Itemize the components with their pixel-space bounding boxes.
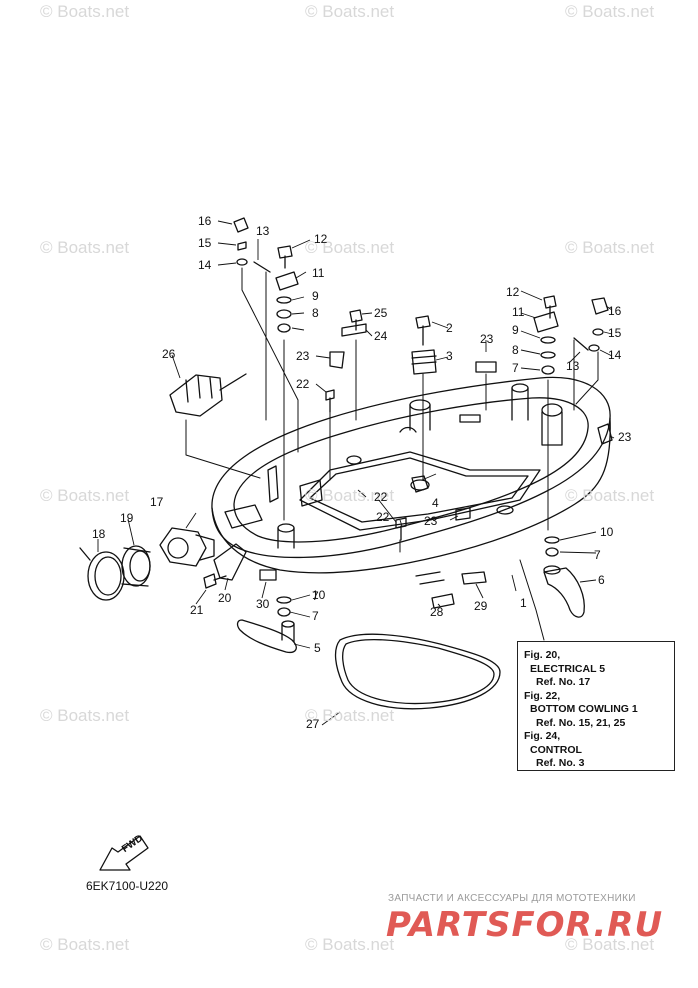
callout-number: 23: [618, 430, 632, 444]
lever-6: [543, 567, 585, 618]
callout-number: 24: [374, 329, 388, 343]
callout-number: 9: [312, 289, 319, 303]
callout-number: 3: [446, 349, 453, 363]
callout-number: 15: [608, 326, 622, 340]
callout-number: 28: [430, 605, 444, 619]
callout-number: 20: [218, 591, 232, 605]
callout-number: 22: [376, 510, 390, 524]
ref-line: CONTROL: [530, 743, 582, 756]
watermark-text: © Boats.net: [305, 935, 395, 954]
ref-line: Ref. No. 3: [536, 757, 585, 769]
callout-leaders: [97, 220, 615, 726]
ref-line: Ref. No. 17: [536, 676, 591, 688]
watermark-text: © Boats.net: [565, 486, 655, 505]
callout-number: 17: [150, 495, 164, 509]
cowling-inner-rim: [233, 397, 589, 543]
callout-number: 7: [312, 609, 319, 623]
reference-box: Fig. 20, ELECTRICAL 5 Ref. No. 17 Fig. 2…: [517, 641, 675, 771]
callout-number: 25: [374, 306, 388, 320]
callout-number: 11: [512, 305, 525, 319]
callout-number: 2: [446, 321, 453, 335]
diagram-code: 6EK7100-U220: [86, 879, 169, 893]
watermark-text: © Boats.net: [565, 935, 655, 954]
watermark-text: © Boats.net: [40, 238, 130, 257]
callout-number: 8: [512, 343, 519, 357]
promo-logo: PARTSFOR.RU: [386, 905, 664, 945]
ref-line: ELECTRICAL 5: [530, 662, 606, 675]
callout-number: 13: [256, 224, 270, 238]
callout-number: 1: [520, 596, 527, 610]
watermark-text: © Boats.net: [40, 486, 130, 505]
callout-number: 15: [198, 236, 212, 250]
callout-number: 9: [512, 323, 519, 337]
plug-17: [159, 527, 207, 567]
promo-tagline: ЗАПЧАСТИ И АКСЕССУАРЫ ДЛЯ МОТОТЕХНИКИ: [388, 893, 636, 904]
callout-number: 23: [424, 514, 438, 528]
callout-number: 5: [314, 641, 321, 655]
callout-number: 23: [480, 332, 494, 346]
callout-number: 7: [312, 589, 319, 603]
callout-number: 14: [608, 348, 622, 362]
callout-number: 14: [198, 258, 212, 272]
callout-number: 7: [594, 548, 601, 562]
callout-number: 8: [312, 306, 319, 320]
watermark-text: © Boats.net: [40, 706, 130, 725]
watermark-text: © Boats.net: [40, 935, 130, 954]
watermark-text: © Boats.net: [305, 706, 395, 725]
callout-number: 10: [600, 525, 614, 539]
fwd-arrow-icon: [99, 835, 149, 871]
watermark-text: © Boats.net: [305, 486, 395, 505]
callout-number: 22: [296, 377, 310, 391]
callout-number: 29: [474, 599, 488, 613]
callout-number: 16: [608, 304, 622, 318]
watermark-text: © Boats.net: [305, 238, 395, 257]
ref-line: BOTTOM COWLING 1: [530, 703, 638, 715]
callout-number: 13: [566, 359, 580, 373]
callout-number: 23: [296, 349, 310, 363]
lever-5: [236, 619, 297, 654]
cowling-lower-skirt: [211, 417, 611, 574]
cable-holder-26: [169, 374, 223, 417]
ref-line: Fig. 20,: [524, 649, 561, 661]
clamp-18: [87, 551, 125, 601]
callout-number: 12: [506, 285, 520, 299]
callout-number: 12: [314, 232, 328, 246]
watermark-text: © Boats.net: [40, 2, 130, 21]
callout-number: 26: [162, 347, 176, 361]
callout-number: 27: [306, 717, 320, 731]
watermark-text: © Boats.net: [565, 238, 655, 257]
ref-line: Fig. 24,: [524, 730, 561, 742]
inner-floor-frame-2: [309, 457, 529, 523]
bracket-20: [213, 543, 247, 581]
callout-number: 7: [512, 361, 519, 375]
callout-number: 19: [120, 511, 134, 525]
watermark-text: © Boats.net: [565, 2, 655, 21]
callout-number: 16: [198, 214, 212, 228]
seal-27: [334, 633, 501, 710]
callout-number: 10: [312, 588, 326, 602]
callout-number: 4: [432, 496, 439, 510]
ref-line: Fig. 22,: [524, 689, 561, 702]
callout-number: 21: [190, 603, 204, 617]
ref-line: Ref. No. 15, 21, 25: [536, 716, 626, 729]
callout-number: 18: [92, 527, 106, 541]
callout-number: 30: [256, 597, 270, 611]
callout-number: 11: [312, 266, 325, 280]
watermark-text: © Boats.net: [305, 2, 395, 21]
callout-number: 22: [374, 490, 388, 504]
callout-number: 6: [598, 573, 605, 587]
